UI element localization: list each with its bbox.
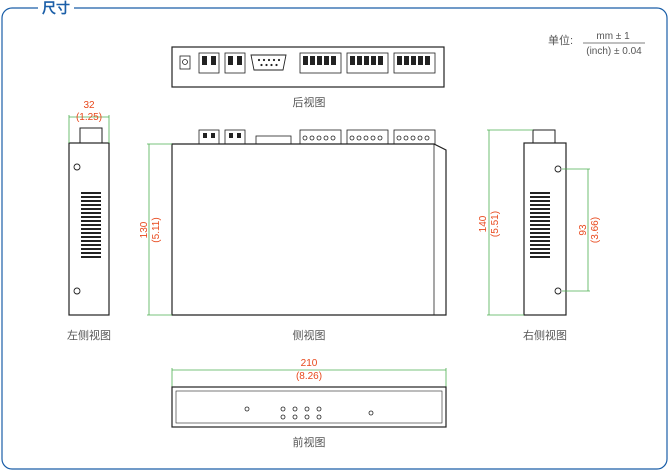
vent-slot (81, 220, 101, 222)
mount-mm: 93 (578, 224, 589, 236)
front-status-leds (280, 406, 322, 420)
vent-slot (530, 244, 550, 246)
vent-slot (530, 204, 550, 206)
vent-slot (530, 240, 550, 242)
vent-slot (81, 208, 101, 210)
depth-mm: 32 (83, 100, 95, 111)
left-mount-hole-top (73, 163, 81, 171)
front-view-body (171, 386, 447, 428)
front-view (171, 386, 447, 428)
vent-slot (530, 220, 550, 222)
vent-slot (81, 256, 101, 258)
vent-slot (81, 196, 101, 198)
left-side-view (68, 127, 110, 316)
power-jack-hole (182, 59, 188, 65)
vent-slot (81, 232, 101, 234)
front-reset-hole (244, 406, 250, 412)
vent-slot (81, 240, 101, 242)
vent-slot (530, 224, 550, 226)
vent-slot (81, 224, 101, 226)
vent-slot (530, 212, 550, 214)
vent-slot (81, 192, 101, 194)
side-view-body (171, 143, 447, 316)
rear-terminal-pin (202, 56, 207, 65)
vent-slot (530, 236, 550, 238)
front-view-panel (175, 390, 443, 424)
right-side-connector (532, 129, 556, 145)
side-terminal-block (346, 129, 389, 145)
power-jack (179, 55, 191, 70)
front-view-label: 前视图 (293, 435, 326, 449)
vent-slot (81, 228, 101, 230)
vent-slot (530, 252, 550, 254)
rear-terminal-pin (228, 56, 233, 65)
vent-slot (81, 252, 101, 254)
unit-prefix: 单位: (548, 33, 573, 47)
right-vent-slots (530, 192, 550, 258)
rear-terminal-pin (211, 56, 216, 65)
section-title: 尺寸 (38, 0, 74, 18)
mount-inch: (3.66) (590, 217, 601, 243)
unit-numerator: mm ± 1 (596, 31, 630, 42)
rear-view-label: 后视图 (293, 95, 326, 109)
height2-inch: (5.51) (490, 211, 501, 237)
vent-slot (81, 212, 101, 214)
left-mount-hole-bottom (73, 287, 81, 295)
rear-terminal-pin (237, 56, 242, 65)
vent-slot (530, 196, 550, 198)
vent-slot (530, 200, 550, 202)
width-dimension (171, 368, 447, 387)
outer-frame (1, 7, 668, 470)
rear-view (171, 46, 445, 88)
vent-slot (81, 204, 101, 206)
depth-dimension (68, 115, 110, 143)
vent-slot (530, 192, 550, 194)
db9-connector (250, 54, 287, 71)
right-side-view (523, 129, 567, 316)
width-inch: (8.26) (296, 371, 322, 382)
vent-slot (530, 208, 550, 210)
vent-slot (530, 228, 550, 230)
vent-slot (81, 236, 101, 238)
vent-slot (81, 244, 101, 246)
vent-slot (81, 200, 101, 202)
right-mount-hole-top (554, 165, 562, 173)
side-view-label: 侧视图 (293, 328, 326, 342)
vent-slot (81, 216, 101, 218)
right-mount-hole-bottom (554, 287, 562, 295)
height-mm: 130 (139, 221, 150, 238)
vent-slot (530, 248, 550, 250)
height2-mm: 140 (478, 215, 489, 232)
mount-dimension (562, 168, 590, 292)
vent-slot (530, 216, 550, 218)
side-terminal-block (393, 129, 436, 145)
height-inch: (5.11) (151, 217, 162, 242)
rear-terminal-block-5 (393, 52, 436, 74)
right-view-label: 右侧视图 (523, 328, 567, 342)
front-indicator-hole (368, 410, 374, 416)
side-view (171, 129, 447, 316)
unit-denominator: (inch) ± 0.04 (586, 46, 642, 57)
side-terminal-block (299, 129, 342, 145)
height-dimension (147, 143, 172, 316)
vent-slot (530, 256, 550, 258)
vent-slot (530, 232, 550, 234)
vent-slot (81, 248, 101, 250)
left-view-label: 左侧视图 (67, 328, 111, 342)
rear-terminal-block-3 (299, 52, 342, 74)
depth-inch: (1.25) (76, 112, 102, 123)
side-db9 (255, 135, 292, 145)
height2-dimension (487, 129, 533, 316)
left-side-connector (79, 127, 103, 145)
rear-terminal-block-4 (346, 52, 389, 74)
left-vent-slots (81, 192, 101, 258)
width-mm: 210 (301, 358, 318, 369)
